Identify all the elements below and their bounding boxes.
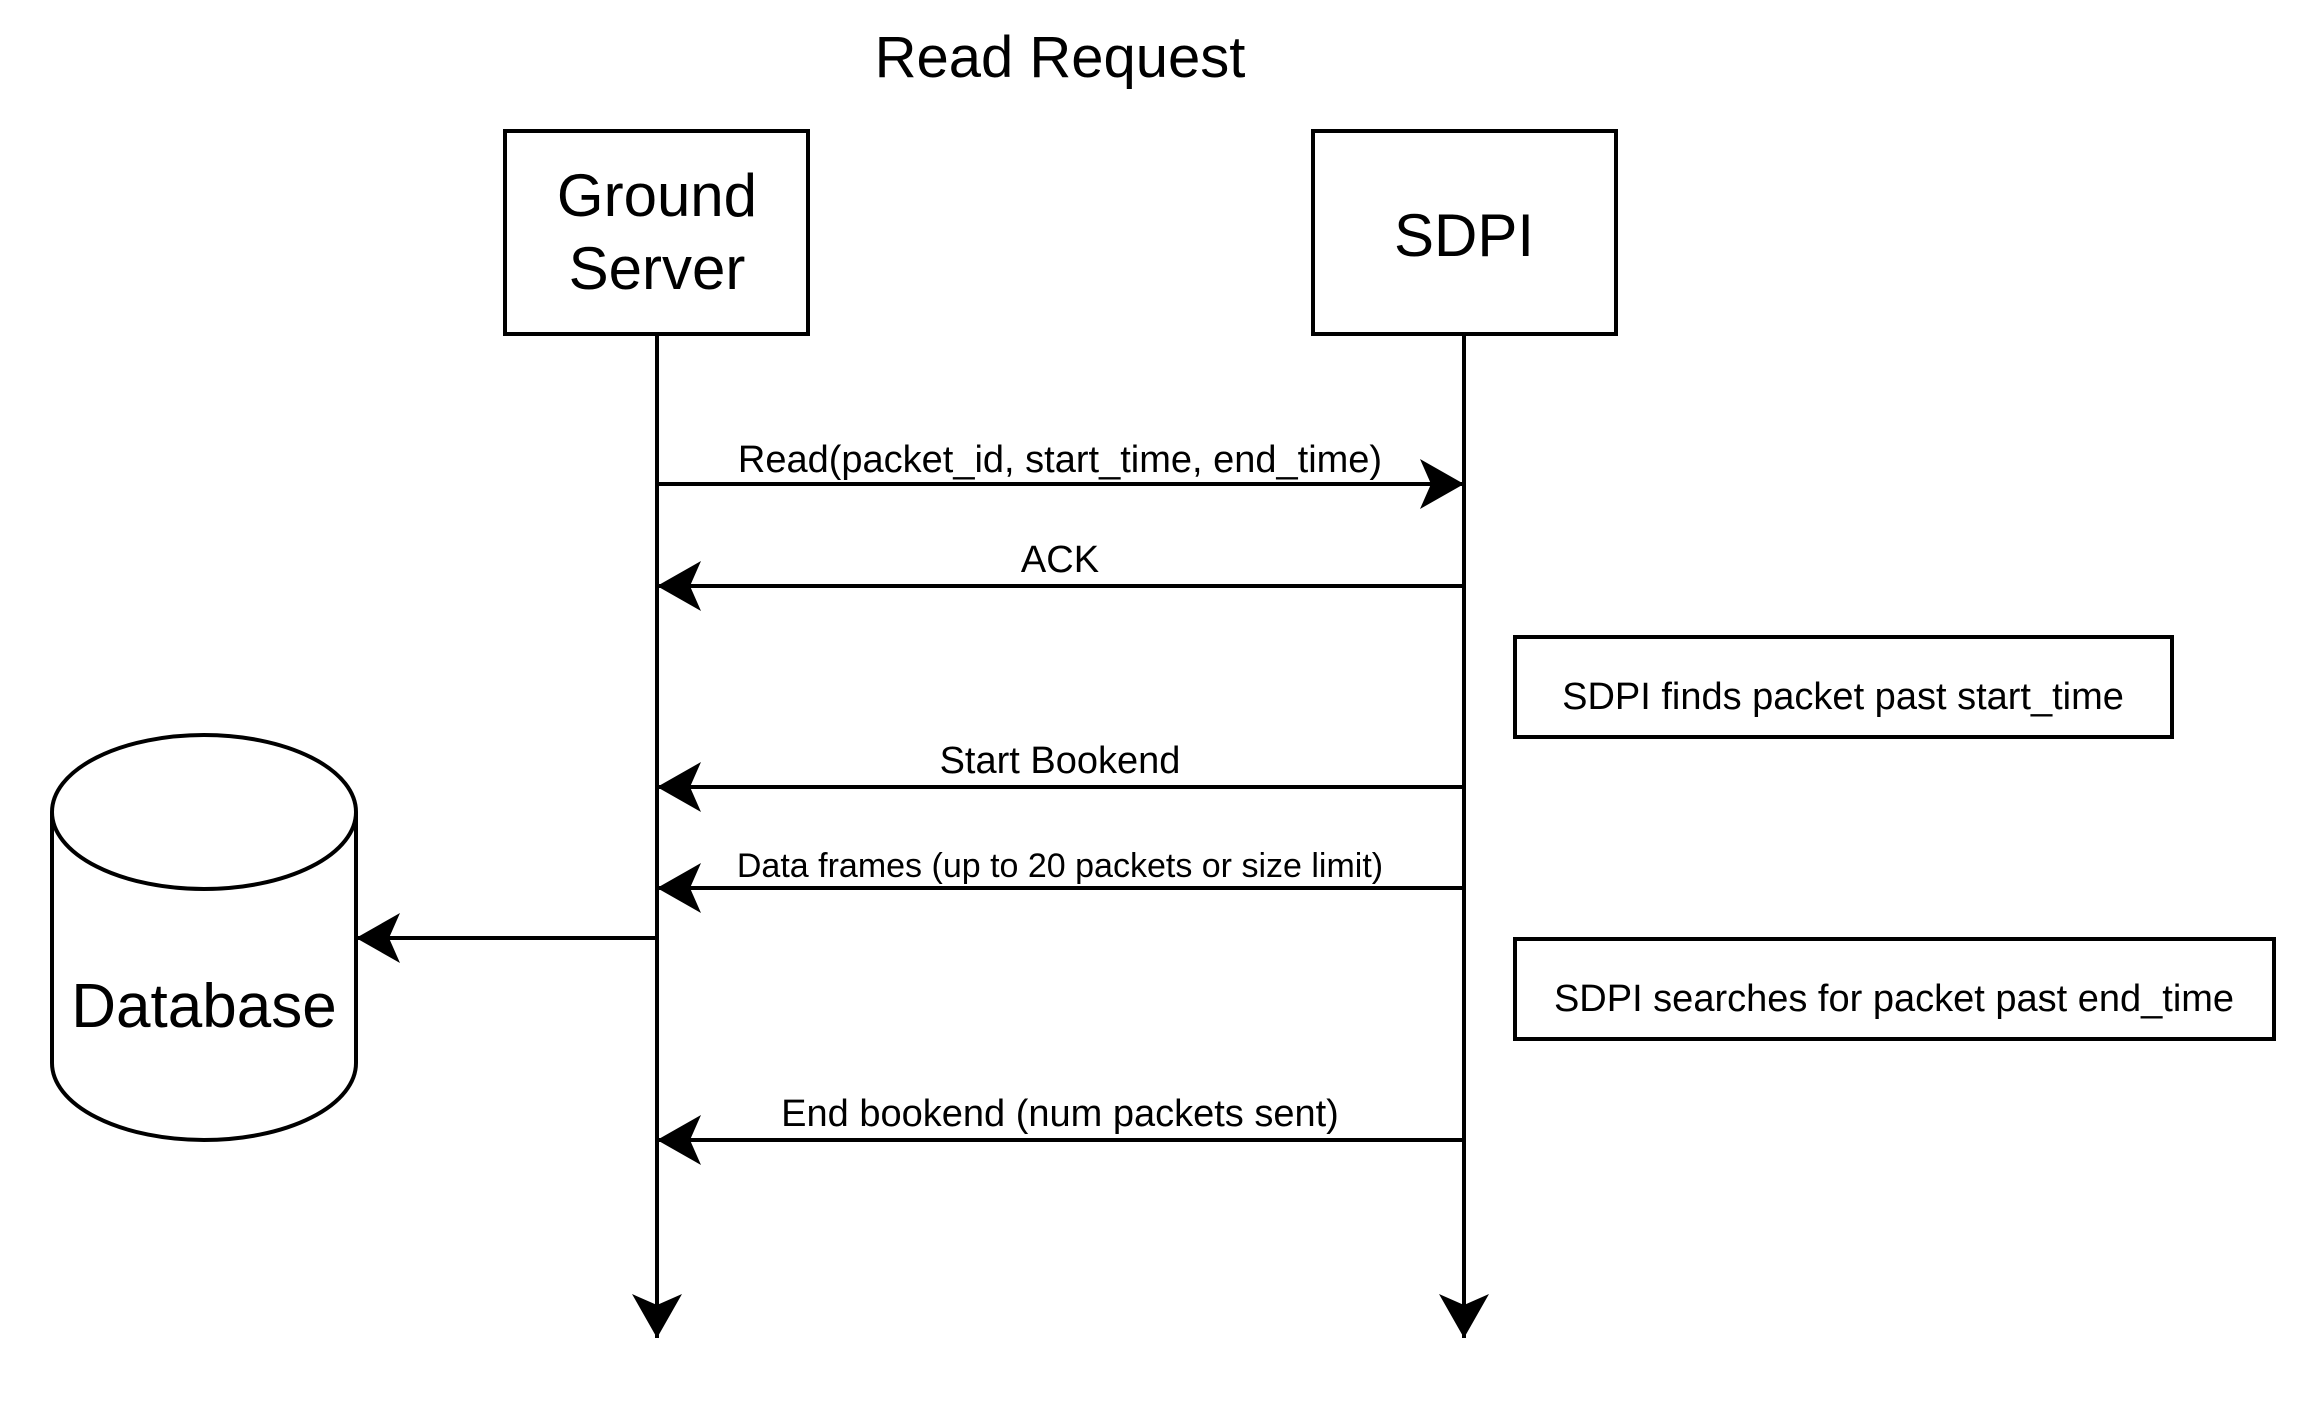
- ack-label: ACK: [1021, 539, 1099, 581]
- actor-ground-server: Ground Server: [503, 129, 810, 336]
- start-bookend-label: Start Bookend: [940, 740, 1181, 782]
- note-searches-end: SDPI searches for packet past end_time: [1513, 937, 2276, 1041]
- database-body: [50, 812, 358, 1142]
- database-label: Database: [71, 972, 336, 1041]
- note-finds-start-box: [1513, 635, 2174, 739]
- read-request-label: Read(packet_id, start_time, end_time): [738, 439, 1382, 481]
- actor-sdpi: SDPI: [1311, 129, 1618, 336]
- database-cylinder: Database: [50, 733, 358, 1142]
- ground-server-box: [503, 129, 810, 336]
- ground-server-label-line1: Ground: [557, 162, 757, 229]
- database-top: [50, 733, 358, 891]
- note-searches-end-box: [1513, 937, 2276, 1041]
- end-bookend-label: End bookend (num packets sent): [781, 1093, 1339, 1135]
- ground-server-label-line2: Server: [569, 235, 746, 302]
- sdpi-box: [1311, 129, 1618, 336]
- note-finds-start-label: SDPI finds packet past start_time: [1562, 676, 2124, 718]
- sdpi-label: SDPI: [1394, 202, 1534, 269]
- note-finds-start: SDPI finds packet past start_time: [1513, 635, 2174, 739]
- diagram-title: Read Request: [875, 25, 1246, 90]
- note-searches-end-label: SDPI searches for packet past end_time: [1554, 978, 2234, 1020]
- data-frames-label: Data frames (up to 20 packets or size li…: [737, 847, 1383, 885]
